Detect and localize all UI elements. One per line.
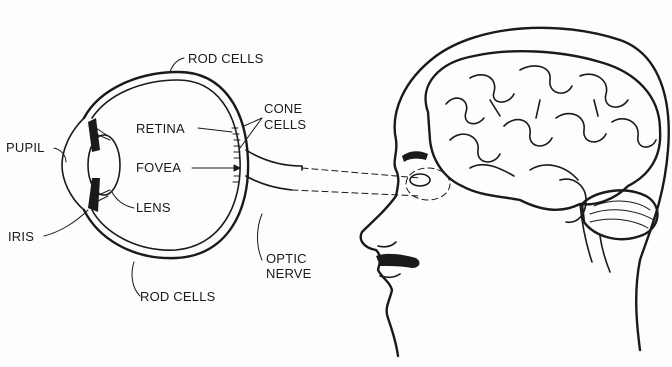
labels: ROD CELLS CONE CELLS RETINA PUPIL FOVEA … (6, 51, 312, 304)
cornea (62, 118, 84, 210)
label-cone-line1: CONE (264, 101, 302, 116)
mustache (376, 254, 419, 268)
leader-iris (44, 210, 88, 236)
label-optic-line1: OPTIC (266, 251, 307, 266)
leader-lines (44, 58, 262, 296)
label-fovea: FOVEA (136, 160, 181, 175)
signal-line-lower (292, 190, 420, 196)
cone-cells-texture (232, 128, 240, 182)
leader-retina (198, 128, 232, 132)
brain-outline (426, 51, 661, 210)
leader-optic-nerve (258, 214, 263, 260)
leader-rod-cells-bottom (132, 262, 140, 296)
signal-line-upper (302, 168, 420, 178)
eyebrow (402, 151, 428, 162)
label-iris: IRIS (8, 229, 34, 244)
label-cone-line2: CELLS (264, 117, 306, 132)
label-optic-line2: NERVE (266, 266, 312, 281)
cerebellum (582, 190, 657, 239)
fovea-arrow (234, 165, 240, 171)
leader-rod-cells-top (170, 58, 184, 72)
leader-lens (112, 192, 134, 208)
label-pupil: PUPIL (6, 140, 45, 155)
label-rod-cells-top: ROD CELLS (188, 51, 264, 66)
brain-gyri (446, 66, 656, 180)
lens (88, 135, 120, 195)
nostril (378, 242, 396, 247)
label-lens: LENS (136, 200, 171, 215)
optic-nerve (246, 150, 302, 166)
eyeball (62, 72, 302, 258)
label-rod-cells-bottom: ROD CELLS (140, 289, 216, 304)
nerve-path-to-brain (292, 168, 420, 196)
brain (426, 51, 661, 272)
brain-stem-back (600, 236, 610, 272)
label-retina: RETINA (136, 121, 185, 136)
profile-eye (410, 174, 430, 186)
cerebellum-folds (590, 201, 654, 228)
optic-nerve-lower (246, 176, 292, 190)
